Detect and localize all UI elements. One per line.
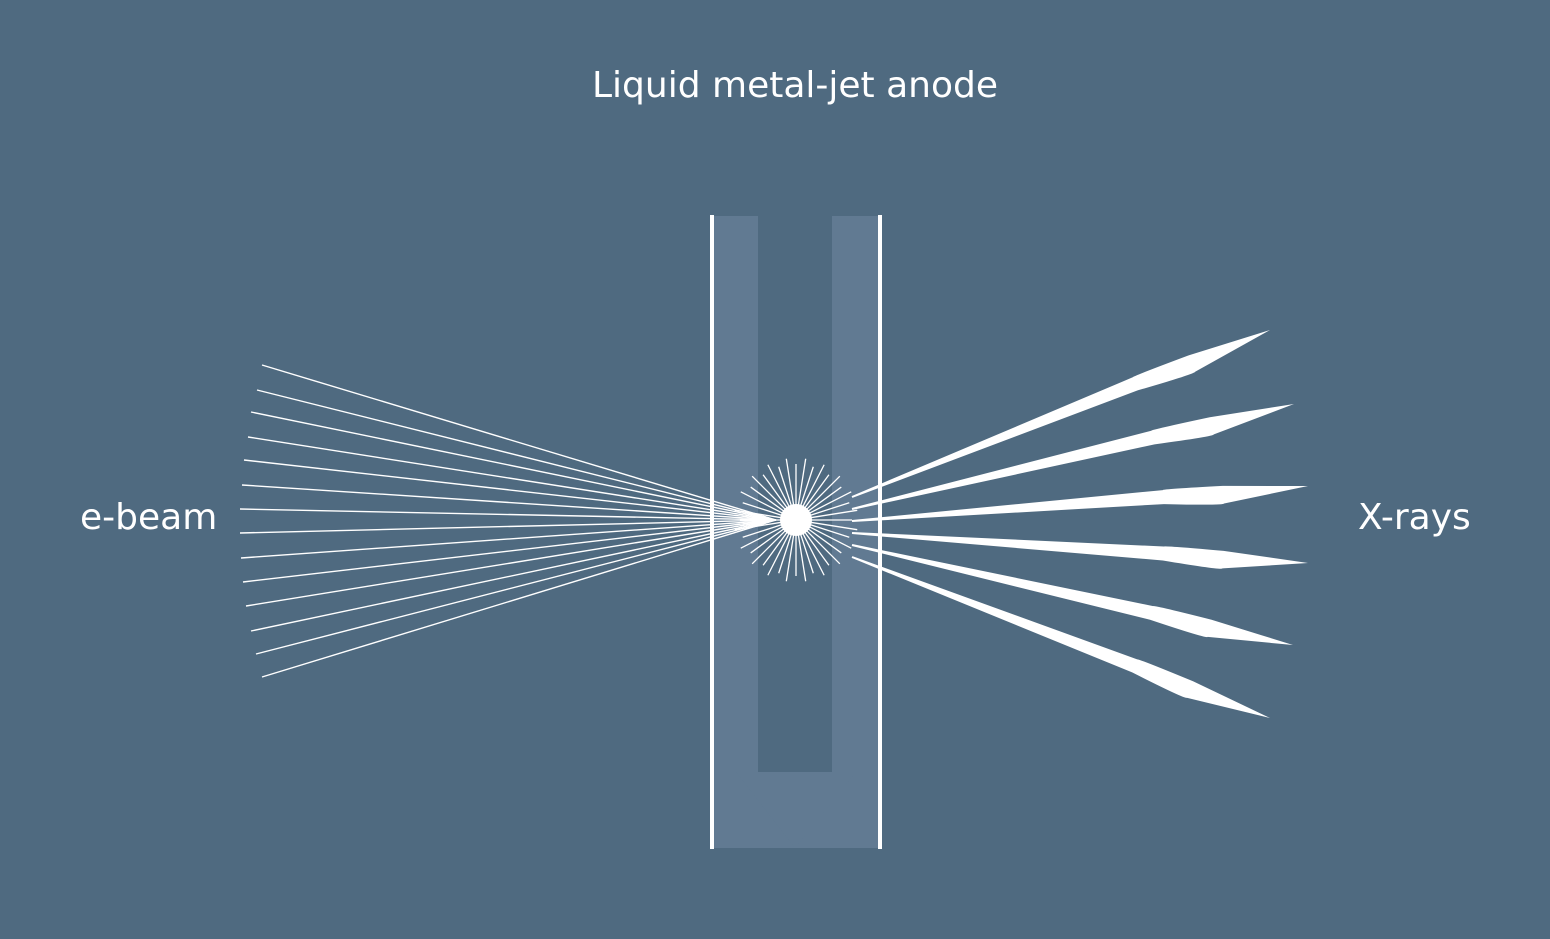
burst-ray [751, 529, 787, 565]
burst-ray [806, 527, 842, 554]
arrow-notch-right [795, 772, 878, 848]
xray-beam [851, 532, 1308, 569]
burst-ray [803, 530, 830, 566]
ebeam-line [256, 389, 777, 521]
burst-ray [799, 533, 814, 574]
arrow-notch-left [713, 772, 795, 848]
burst-ray [809, 502, 850, 517]
burst-ray [762, 474, 789, 510]
xrays-label: X-rays [1358, 497, 1471, 538]
down-arrow-icon [713, 216, 878, 848]
burst-ray [809, 523, 850, 538]
burst-ray [778, 533, 793, 574]
liquid-jet [710, 215, 882, 849]
burst-ray [797, 458, 807, 507]
burst-ray [808, 525, 852, 549]
burst-ray [751, 475, 787, 511]
burst-ray [801, 464, 825, 508]
burst-ray [806, 486, 842, 513]
xray-beam [851, 544, 1293, 645]
burst-ray [803, 474, 830, 510]
ebeam-line [243, 459, 777, 521]
burst-ray [734, 509, 783, 519]
ebeam-label: e-beam [80, 497, 218, 538]
burst-ray [767, 532, 791, 576]
burst-ray [797, 533, 807, 582]
burst-ray [805, 529, 841, 565]
burst-ray [785, 458, 795, 507]
ebeam-line [241, 484, 777, 521]
burst-ray [799, 466, 814, 507]
burst-ray [767, 464, 791, 508]
ebeam-line [250, 519, 777, 632]
ebeam-line [247, 436, 777, 521]
burst-ray [750, 486, 786, 513]
burst-ray [734, 521, 783, 531]
ebeam-line [239, 508, 777, 521]
xray-beam [851, 556, 1270, 718]
starburst-icon [734, 458, 858, 582]
burst-ray [740, 525, 784, 549]
diagram-title: Liquid metal-jet anode [591, 65, 999, 106]
ebeam-line [261, 364, 777, 521]
ebeam-line [255, 519, 777, 655]
burst-ray [742, 523, 783, 538]
burst-ray [778, 466, 793, 507]
burst-ray [762, 530, 789, 566]
burst-core [780, 504, 812, 536]
arrow-head [736, 772, 856, 848]
xray-beam [851, 485, 1308, 522]
xray-beam [851, 330, 1270, 498]
xray-beam [851, 404, 1294, 510]
burst-ray [750, 527, 786, 554]
burst-ray [805, 475, 841, 511]
ebeam-line [261, 519, 777, 678]
ebeam-line [250, 411, 777, 521]
burst-ray [809, 509, 858, 519]
burst-ray [785, 533, 795, 582]
ebeam-line [245, 519, 777, 607]
electron-beam-lines [239, 364, 777, 678]
burst-ray [808, 491, 852, 515]
ebeam-line [240, 519, 777, 559]
xray-beams [851, 330, 1308, 718]
burst-ray [740, 491, 784, 515]
ebeam-line [239, 519, 777, 534]
burst-ray [801, 532, 825, 576]
burst-ray [809, 521, 858, 531]
ebeam-line [242, 519, 777, 583]
burst-ray [742, 502, 783, 517]
